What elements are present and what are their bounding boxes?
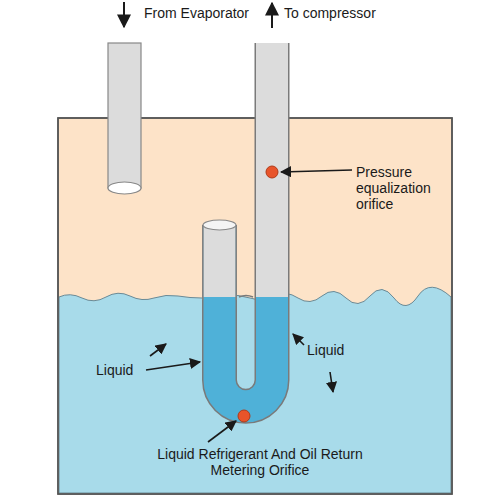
u-tube-vapor-part [220, 43, 273, 297]
part-label: Pressure equalization orifice [356, 164, 456, 212]
leader-line [281, 170, 352, 172]
leader-line [293, 334, 304, 345]
flow-arrow [271, 3, 273, 28]
pressure-equalization-orifice [266, 166, 278, 178]
flow-arrow [150, 344, 166, 356]
u-tube-edge [203, 226, 236, 300]
u-tube-gap [239, 296, 253, 298]
leader-line [208, 421, 236, 442]
inlet-pipe-opening [108, 182, 141, 194]
flow-label: From Evaporator [144, 5, 249, 21]
part-label: Liquid Refrigerant And Oil Return Meteri… [135, 446, 385, 478]
part-label: Liquid [96, 362, 133, 378]
flow-arrow [123, 2, 125, 27]
flow-arrow [330, 372, 333, 392]
u-tube-opening [203, 220, 236, 230]
metering-orifice [238, 410, 250, 422]
part-label: Liquid [307, 342, 344, 358]
inlet-pipe [108, 43, 141, 188]
leader-line [146, 362, 200, 370]
flow-label: To compressor [284, 5, 376, 21]
